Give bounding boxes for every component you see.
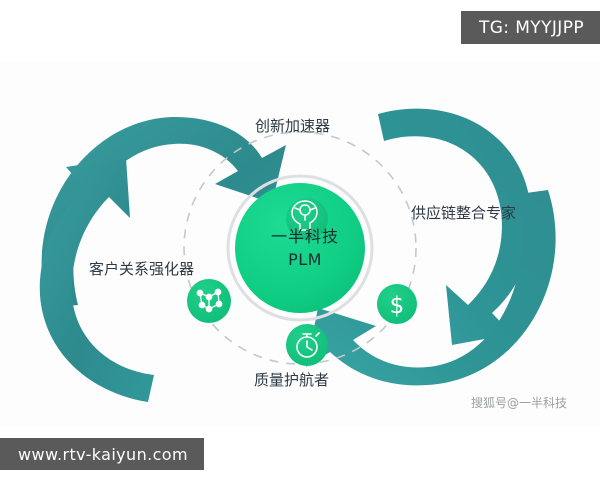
diagram-canvas: $ 一半科技 — [0, 62, 600, 427]
brain-head-icon — [286, 198, 328, 240]
node-badge-bottom[interactable] — [286, 324, 328, 366]
url-banner: www.rtv-kaiyun.com — [0, 438, 204, 470]
node-label-supply-chain: 供应链整合专家 — [411, 204, 517, 222]
watermark-text: 搜狐号@一半科技 — [471, 396, 568, 410]
stopwatch-glyph — [296, 332, 320, 358]
dashed-guide-ring — [183, 131, 417, 365]
node-label-quality: 质量护航者 — [254, 371, 330, 389]
dollar-glyph: $ — [390, 293, 405, 319]
cycle-arrow-top-right — [378, 108, 532, 345]
node-label-customer-relations: 客户关系强化器 — [89, 260, 195, 278]
node-badge-left[interactable] — [187, 279, 231, 323]
cycle-diagram: $ — [39, 108, 556, 402]
brain-head-glyph — [291, 200, 318, 231]
node-label-innovation: 创新加速器 — [255, 117, 331, 135]
center-circle — [235, 183, 365, 313]
dollar-sign-icon — [377, 284, 417, 324]
cycle-arrow-bottom-left — [39, 158, 154, 402]
cycle-arrow-bottom-right — [306, 190, 556, 386]
node-badge-right[interactable]: $ — [377, 284, 417, 324]
center-outer-ring — [226, 174, 374, 322]
tag-banner: TG: MYYJJPP — [460, 11, 600, 44]
node-badge-top[interactable] — [286, 198, 328, 240]
network-nodes-glyph — [196, 288, 223, 313]
